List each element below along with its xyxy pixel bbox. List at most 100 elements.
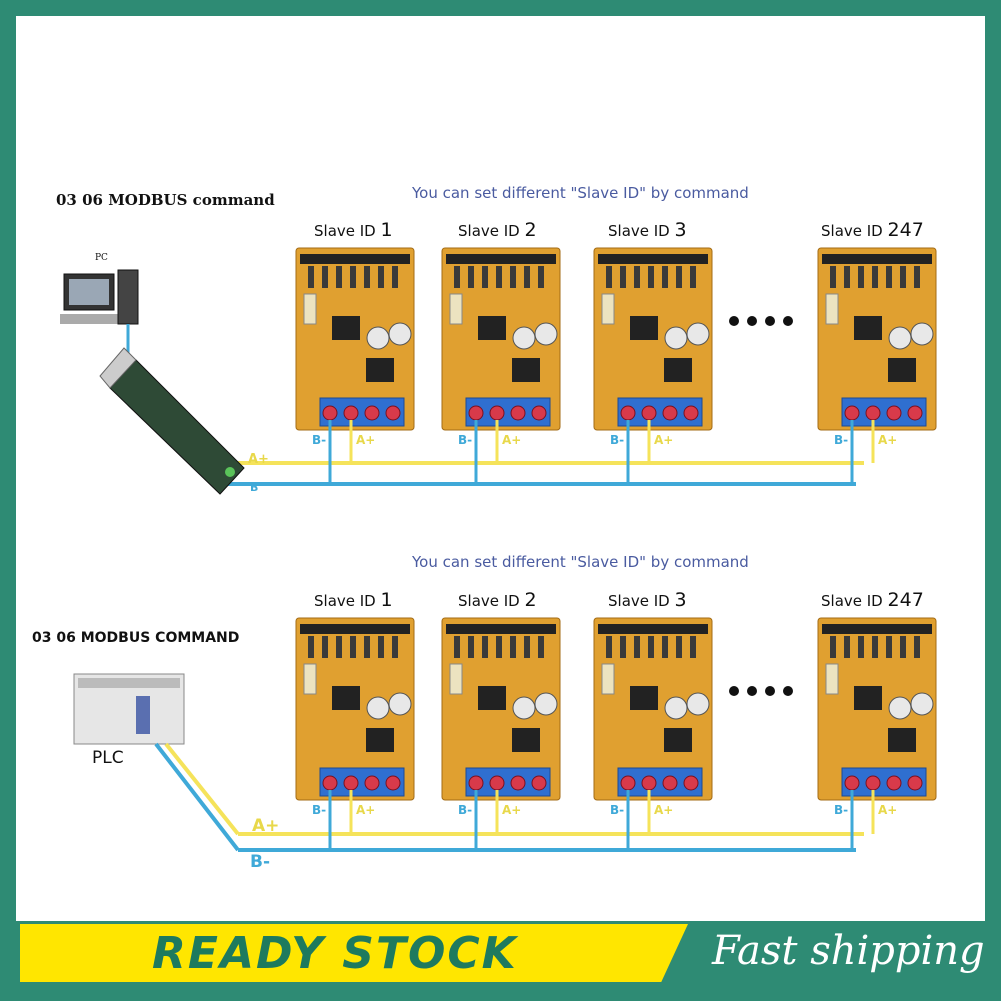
panel2-wire-b-label: B- [250, 852, 271, 872]
plc-wire-b [154, 742, 240, 852]
panel2-slave-4-pin [844, 636, 850, 658]
panel1-slave-1-capacitor [388, 322, 412, 346]
panel2-slave-1-regulator [366, 728, 394, 752]
panel1-slave-4-capacitor [910, 322, 934, 346]
panel2-slave-247-label: Slave ID 247 [821, 589, 924, 611]
panel1-slave-4-pin [886, 266, 892, 288]
panel1-slave-4-pin [858, 266, 864, 288]
panel1-slave-1-pin [364, 266, 370, 288]
panel2-slave-2-connector [449, 663, 463, 695]
panel1-slave-4-terminal-screw [865, 405, 881, 421]
panel1-slave-1-terminal-screw [364, 405, 380, 421]
panel2-slave-4-header-pins [822, 624, 932, 634]
panel1-slave-3-pin [676, 266, 682, 288]
pc-tower [117, 269, 139, 325]
plc-label: PLC [92, 748, 124, 768]
panel1-slave-1-pin [392, 266, 398, 288]
panel1-slave-2-label: Slave ID 2 [458, 219, 537, 241]
panel1-slave-3-pin [634, 266, 640, 288]
panel1-slave-1-chip [332, 316, 360, 340]
panel1-slave-4-regulator [888, 358, 916, 382]
panel2-slave-2-pin [524, 636, 530, 658]
panel1-slave-3-capacitor [686, 322, 710, 346]
panel1-slave-1-label: Slave ID 1 [314, 219, 393, 241]
panel1-hint: You can set different "Slave ID" by comm… [412, 184, 749, 202]
panel2-slave-3-terminal-screw [683, 775, 699, 791]
panel1-wire-b-label: B [250, 481, 259, 494]
panel2-slave-4-pin [886, 636, 892, 658]
plc-wire-a [164, 742, 240, 836]
panel2-hint: You can set different "Slave ID" by comm… [412, 553, 749, 571]
panel1-slave-2-terminal-screw [489, 405, 505, 421]
panel2-slave-1-header-pins [300, 624, 410, 634]
panel2-slave-2-pin [538, 636, 544, 658]
panel1-slave-2-terminal-screw [510, 405, 526, 421]
panel2-terminal-b-label: B- [610, 803, 624, 817]
panel2-slave-2-chip [478, 686, 506, 710]
panel1-slave-1-pin [378, 266, 384, 288]
panel1-slave-1-pin [350, 266, 356, 288]
panel1-slave-2-chip [478, 316, 506, 340]
ready-stock-banner: READY STOCK [20, 924, 688, 982]
panel1-slave-3-terminal-screw [620, 405, 636, 421]
panel2-slave-4-terminal-screw [886, 775, 902, 791]
ready-stock-text: READY STOCK [152, 928, 518, 979]
panel2-slave-3-pin [606, 636, 612, 658]
panel1-slave-3-header-pins [598, 254, 708, 264]
panel2-slave-1-capacitor [366, 696, 390, 720]
panel2-terminal-a-label: A+ [502, 803, 521, 817]
panel2-slave-1-terminal-screw [322, 775, 338, 791]
panel2-slave-2-terminal-screw [489, 775, 505, 791]
panel1-slave-2-pin [510, 266, 516, 288]
panel2-ellipsis-dot [747, 686, 757, 696]
panel2-slave-3-terminal-screw [662, 775, 678, 791]
panel2-slave-1-pin [378, 636, 384, 658]
panel2-slave-2-header-pins [446, 624, 556, 634]
panel2-slave-4-pin [900, 636, 906, 658]
panel2-slave-1-pin [350, 636, 356, 658]
panel1-slave-2-terminal-screw [531, 405, 547, 421]
panel2-slave-4-pin [858, 636, 864, 658]
panel2-slave-3-capacitor [664, 696, 688, 720]
panel2-ellipsis-dot [765, 686, 775, 696]
panel1-slave-3-label: Slave ID 3 [608, 219, 687, 241]
panel1-slave-4-capacitor [888, 326, 912, 350]
panel2-slave-3-regulator [664, 728, 692, 752]
panel1-slave-4-terminal-screw [844, 405, 860, 421]
panel2-terminal-a-label: A+ [878, 803, 897, 817]
panel2-slave-2-capacitor [534, 692, 558, 716]
panel2-slave-3-header-pins [598, 624, 708, 634]
panel1-slave-4-pin [872, 266, 878, 288]
panel2-slave-3-pin [676, 636, 682, 658]
panel1-slave-4-chip [854, 316, 882, 340]
panel2-slave-4-terminal-screw [844, 775, 860, 791]
panel1-ellipsis-dot [783, 316, 793, 326]
panel2-slave-2-pin [510, 636, 516, 658]
panel1-slave-2-pin [482, 266, 488, 288]
pc-keyboard [60, 314, 120, 324]
panel1-slave-2-pin [524, 266, 530, 288]
panel2-slave-2-label: Slave ID 2 [458, 589, 537, 611]
panel1-command: 03 06 MODBUS command [56, 191, 275, 209]
panel2-slave-2-terminal-screw [510, 775, 526, 791]
panel1-slave-3-terminal-screw [641, 405, 657, 421]
panel1-slave-1-terminal-screw [385, 405, 401, 421]
panel1-slave-1-connector [303, 293, 317, 325]
usb-led [225, 467, 235, 477]
panel2-slave-3-pin [634, 636, 640, 658]
panel2-slave-3-pin [648, 636, 654, 658]
panel1-terminal-a-label: A+ [878, 433, 897, 447]
panel2-slave-4-capacitor [888, 696, 912, 720]
usb-plug [99, 347, 137, 389]
panel2-slave-4-pin [914, 636, 920, 658]
panel2-wire-a-label: A+ [252, 816, 280, 836]
panel1-terminal-b-label: B- [312, 433, 326, 447]
panel2-slave-1-pin [336, 636, 342, 658]
panel1-slave-4-terminal-screw [886, 405, 902, 421]
panel1-slave-1-terminal-screw [322, 405, 338, 421]
panel2-slave-1-terminal-screw [343, 775, 359, 791]
panel1-slave-1-header-pins [300, 254, 410, 264]
panel1-slave-2-capacitor [534, 322, 558, 346]
panel1-slave-1-pin [336, 266, 342, 288]
panel2-slave-4-terminal-screw [865, 775, 881, 791]
